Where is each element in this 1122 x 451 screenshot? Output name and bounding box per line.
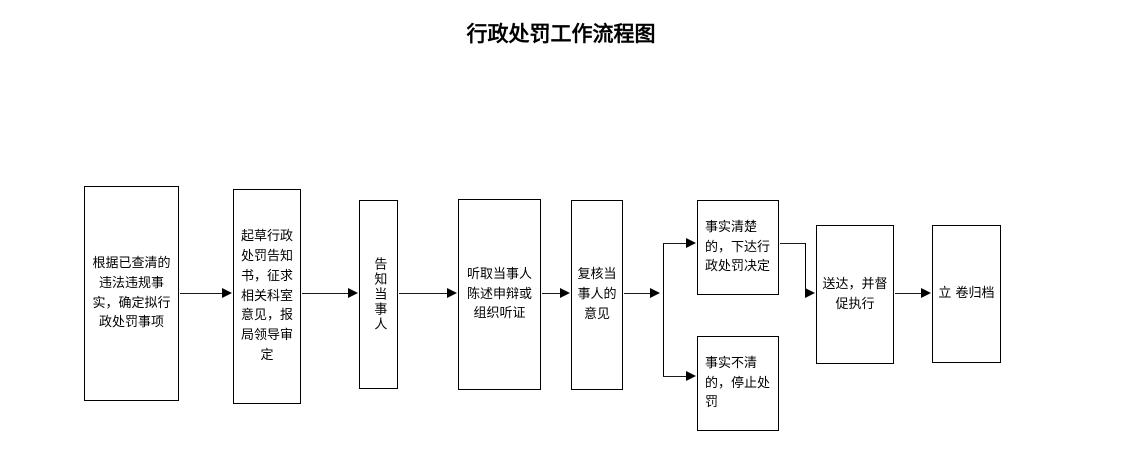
flow-node-4-label: 听取当事人陈述申辩或组织听证 — [466, 266, 532, 322]
connector-7-to-8 — [895, 293, 922, 294]
flow-node-6a-label: 事实清楚的，下达行政处罚决定 — [705, 219, 771, 275]
connector-branch-to-6a — [663, 243, 687, 244]
flow-node-3: 告知当事人 — [359, 200, 398, 389]
arrowhead-7-to-8 — [921, 288, 931, 298]
flow-node-4: 听取当事人陈述申辩或组织听证 — [458, 199, 541, 390]
flow-node-8: 立 卷归档 — [932, 225, 1001, 363]
connector-branch-to-6b — [663, 376, 687, 377]
flow-node-3-label: 告知当事人 — [371, 257, 387, 332]
arrowhead-6a-to-7 — [805, 288, 815, 298]
flow-node-8-label: 立 卷归档 — [938, 286, 995, 302]
connector-2-to-3 — [302, 293, 348, 294]
connector-5-to-branch — [624, 293, 650, 294]
connector-6a-to-7-segment-v — [805, 243, 806, 294]
flow-node-7: 送达，并督促执行 — [816, 225, 894, 364]
flow-node-6b-facts-unclear: 事实不清的，停止处罚 — [697, 336, 779, 431]
arrowhead-branch-to-6a — [686, 238, 696, 248]
connector-6a-to-7-segment-h1 — [780, 243, 806, 244]
page-title: 行政处罚工作流程图 — [466, 21, 656, 46]
flow-node-5: 复核当事人的意见 — [571, 200, 623, 390]
connector-4-to-5 — [542, 293, 561, 294]
flow-node-2-label: 起草行政处罚告知书，征求相关科室意见，报局领导审定 — [240, 229, 293, 363]
branch-spine — [663, 243, 664, 377]
flow-node-6b-label: 事实不清的，停止处罚 — [705, 355, 771, 411]
flow-node-6a-facts-clear: 事实清楚的，下达行政处罚决定 — [697, 200, 779, 295]
arrowhead-4-to-5 — [560, 288, 570, 298]
connector-3-to-4 — [399, 293, 447, 294]
flow-node-5-label: 复核当事人的意见 — [577, 267, 617, 322]
flow-node-1: 根据已查清的违法违规事实，确定拟行政处罚事项 — [84, 186, 179, 401]
arrowhead-branch-to-6b — [686, 371, 696, 381]
flow-node-7-label: 送达，并督促执行 — [822, 276, 888, 312]
arrowhead-2-to-3 — [348, 288, 358, 298]
arrowhead-5-to-branch — [650, 288, 660, 298]
flow-node-1-label: 根据已查清的违法违规事实，确定拟行政处罚事项 — [92, 256, 171, 331]
arrowhead-3-to-4 — [447, 288, 457, 298]
flow-node-2: 起草行政处罚告知书，征求相关科室意见，报局领导审定 — [233, 189, 301, 404]
arrowhead-1-to-2 — [222, 288, 232, 298]
connector-1-to-2 — [180, 293, 222, 294]
